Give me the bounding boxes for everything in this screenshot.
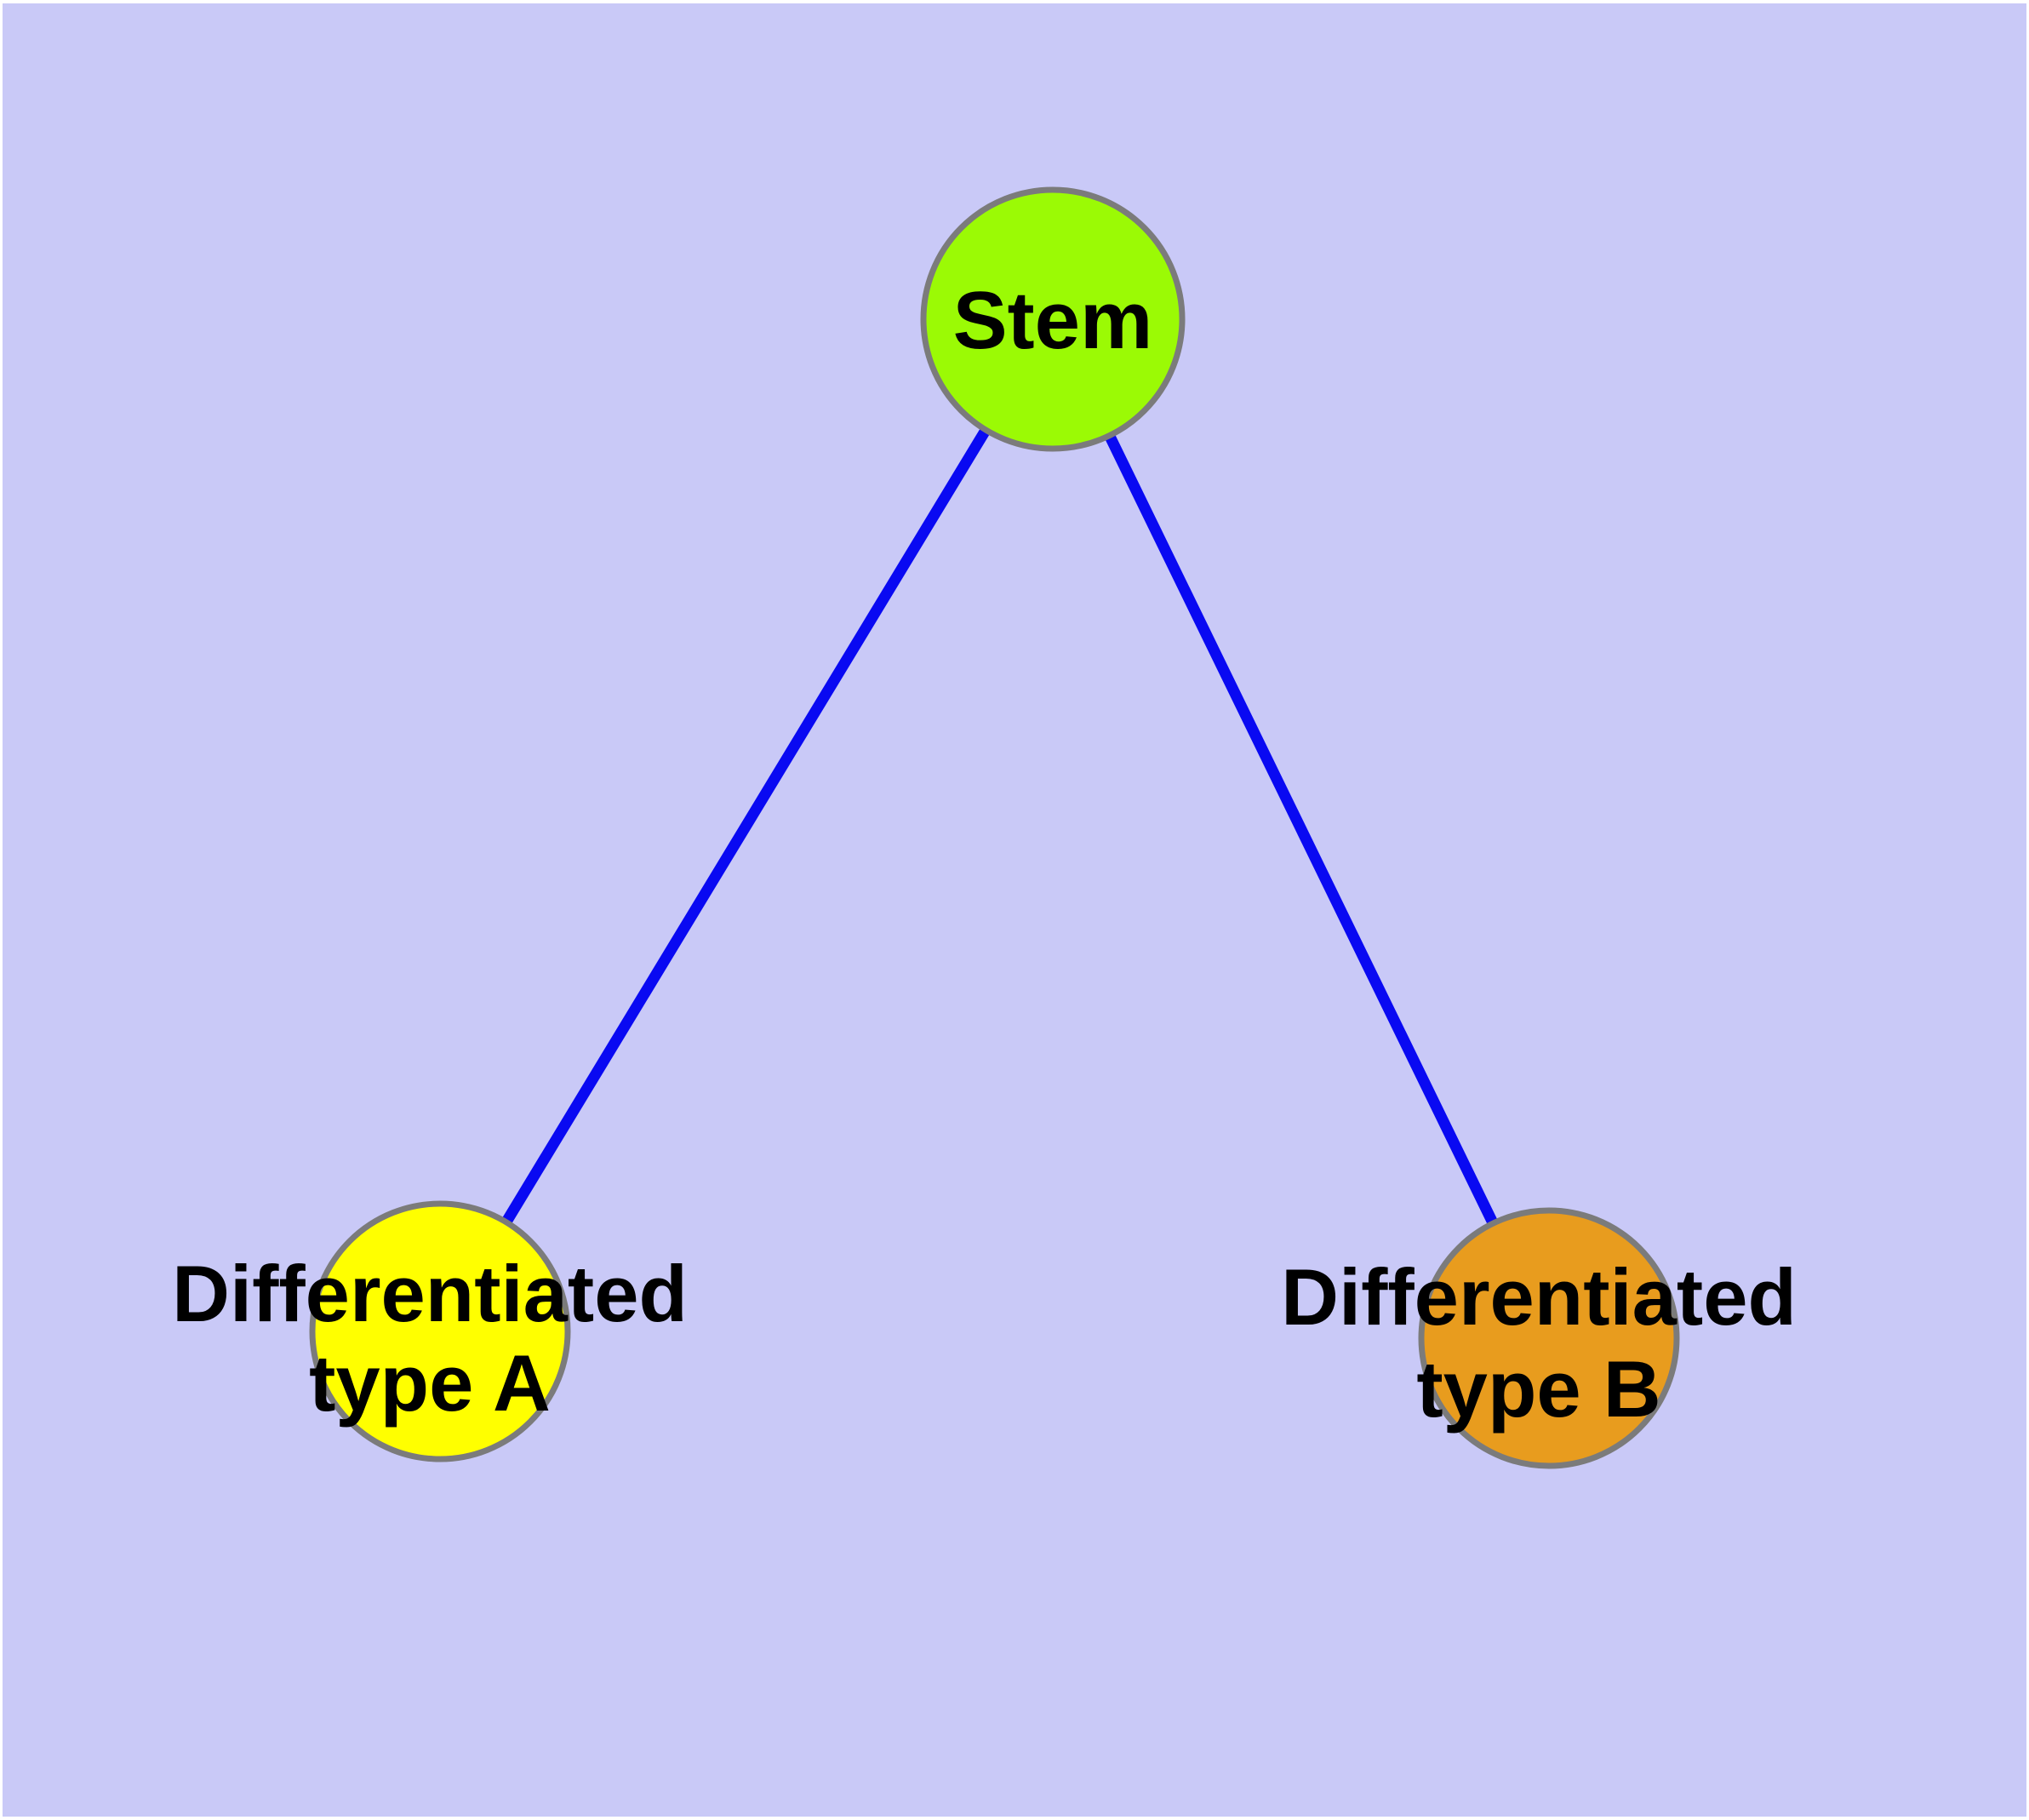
node-type-b-circle (1418, 1207, 1680, 1469)
edge-stem-to-type-b (1047, 313, 1555, 1344)
node-stem-circle (920, 186, 1186, 452)
node-type-a-circle (309, 1200, 571, 1462)
node-type-a-label-line1: Differentiated (172, 1249, 688, 1338)
node-stem-label: Stem (953, 275, 1153, 366)
node-type-b-label-line2: type B (1416, 1344, 1660, 1434)
node-type-b-label-line1: Differentiated (1281, 1252, 1797, 1342)
node-type-a-label-line2: type A (309, 1338, 551, 1428)
edge-stem-to-type-a (434, 313, 1059, 1337)
